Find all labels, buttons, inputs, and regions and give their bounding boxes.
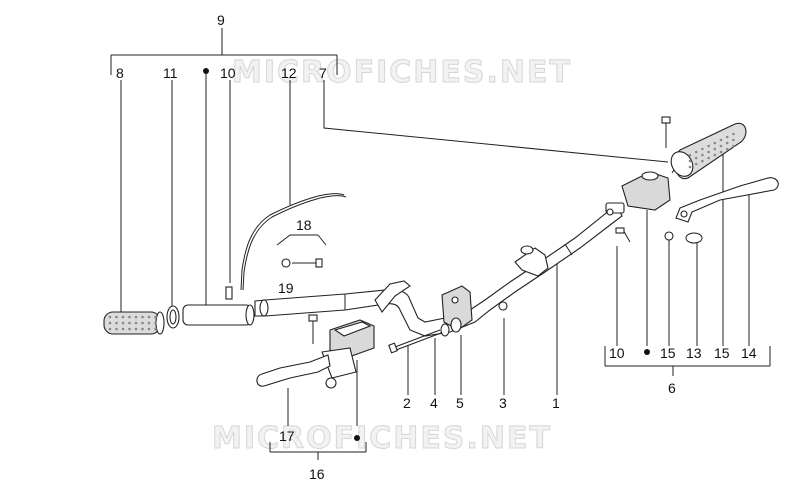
callout-1: 1	[552, 395, 560, 411]
left-lever-17	[256, 354, 331, 387]
callout-8: 8	[116, 65, 124, 81]
right-grip-7	[670, 122, 747, 180]
callout-labels: 9 8 11 10 12 7 18 19 2 4 5 3 1 10 15 13 …	[116, 12, 757, 482]
callout-12: 12	[281, 65, 297, 81]
leader-lines	[120, 74, 750, 426]
bolt-19	[281, 258, 323, 268]
bracket-18	[276, 234, 327, 246]
left-grip-8	[103, 311, 165, 335]
bullet-marker	[203, 68, 209, 74]
washer-4	[440, 323, 450, 337]
callout-15-right: 15	[714, 345, 730, 361]
throttle-tube	[182, 286, 255, 326]
bracket-9	[110, 28, 338, 75]
switch-housing	[605, 171, 671, 214]
bolt-2	[388, 329, 442, 354]
right-lever-14	[675, 177, 779, 223]
callout-16: 16	[309, 466, 325, 482]
bracket-16	[269, 442, 367, 460]
callout-10: 10	[220, 65, 236, 81]
bolt-top-right	[661, 116, 671, 148]
callout-15: 15	[660, 345, 676, 361]
spring-13	[685, 232, 703, 244]
callout-4: 4	[430, 395, 438, 411]
cable-12	[240, 193, 345, 291]
callout-10-right: 10	[609, 345, 625, 361]
nut-15	[664, 231, 674, 241]
callout-5: 5	[456, 395, 464, 411]
master-cylinder-16	[308, 314, 375, 389]
callout-13: 13	[686, 345, 702, 361]
bullet-marker	[644, 349, 650, 355]
callout-2: 2	[403, 395, 411, 411]
bracket-6	[604, 346, 771, 376]
callout-7: 7	[319, 65, 327, 81]
callout-19: 19	[278, 280, 294, 296]
callout-17: 17	[279, 428, 295, 444]
watermark-top: MICROFICHES.NET	[232, 55, 572, 90]
callout-9: 9	[217, 12, 225, 28]
bullet-marker	[354, 435, 360, 441]
callout-11: 11	[163, 65, 178, 81]
handlebar	[254, 207, 623, 337]
callout-6: 6	[668, 380, 676, 396]
callout-14: 14	[741, 345, 757, 361]
watermark-bottom: MICROFICHES.NET	[212, 421, 552, 456]
callout-3: 3	[499, 395, 507, 411]
callout-18: 18	[296, 217, 312, 233]
spacer-5	[450, 317, 462, 333]
